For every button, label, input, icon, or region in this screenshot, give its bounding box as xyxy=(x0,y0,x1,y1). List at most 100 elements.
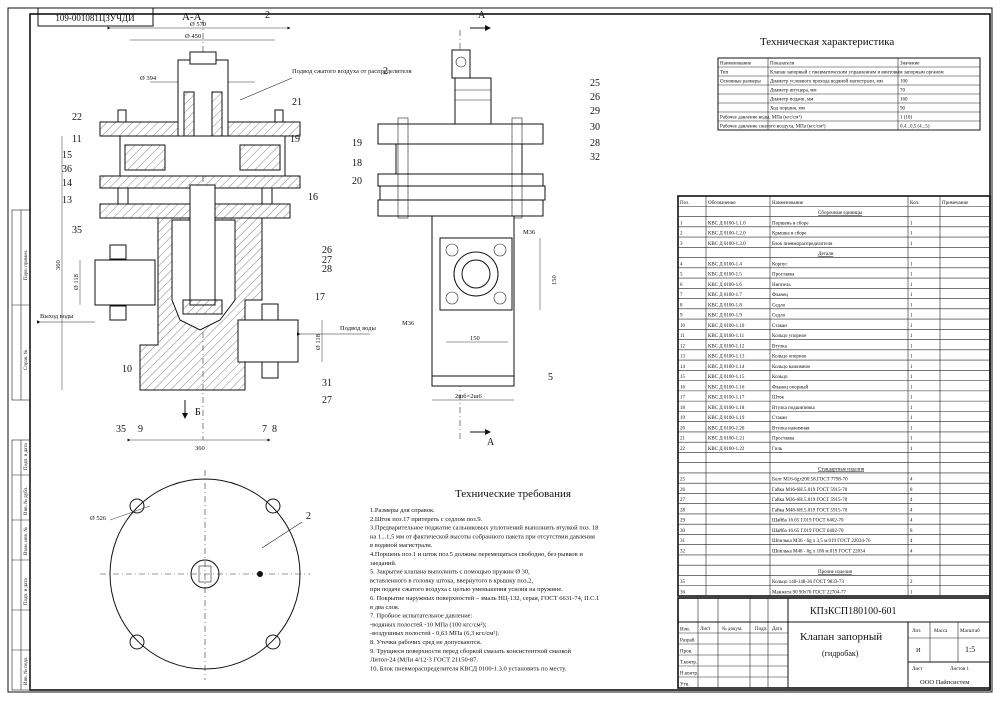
title-block-col-label: Лист xyxy=(700,627,711,632)
spec-cell: КВС Д 0100-1.12 xyxy=(708,344,745,349)
callout-number: 26 xyxy=(590,92,600,103)
callout-number: 31 xyxy=(322,378,332,389)
spec-cell: 22 xyxy=(680,447,686,452)
top-left-stamp: 109-001081ЦЗУЧДИ xyxy=(37,7,154,27)
spec-header-cell: Примечание xyxy=(942,201,969,206)
spec-cell: 4 xyxy=(910,549,913,554)
callout-number: 8 xyxy=(272,424,277,435)
spec-cell: 30 xyxy=(680,529,686,534)
spec-cell: 1 xyxy=(910,396,913,401)
spec-header-cell: Кол. xyxy=(910,201,919,206)
spec-cell: Болт М16-6gх200.58.ГОСТ 7798-70 xyxy=(772,478,848,483)
tech-req-line: заеданий. xyxy=(370,560,397,567)
callout-number: 25 xyxy=(590,78,600,89)
spec-cell: КВС Д 0100-1.17 xyxy=(708,396,745,401)
callout-number: 2 xyxy=(265,10,270,21)
spec-cell: 1 xyxy=(910,314,913,319)
callout-number: 36 xyxy=(62,164,72,175)
spec-cell: 14 xyxy=(680,365,686,370)
callout-number: 10 xyxy=(122,364,132,375)
tech-req-line: Литол-24 (МЛи 4/12-3 ГОСТ 21150-87. xyxy=(370,657,478,664)
spec-cell: Шайба 16.65 Г.019 ГОСТ 6402-70 xyxy=(772,529,844,534)
spec-cell: 11 xyxy=(680,334,685,339)
spec-cell: КВС Д 0100-1.18 xyxy=(708,406,745,411)
spec-cell: 1 xyxy=(680,221,683,226)
dim-label: Ø 394 xyxy=(140,75,157,82)
sheet-outer-border xyxy=(7,7,993,693)
tech-req-line: -водяных полостей -10 МПа (100 кгс/см²); xyxy=(370,621,487,628)
side-strip-label: Взам. инв. № xyxy=(23,527,29,555)
spec-cell: КВС Д 0100-1.11 xyxy=(708,334,745,339)
callout-number: 27 xyxy=(322,395,332,406)
spec-cell: 8 xyxy=(910,529,913,534)
dim-label: M36 xyxy=(523,229,536,236)
spec-cell: Поршень в сборе xyxy=(772,221,809,226)
spec-cell: 1 xyxy=(910,303,913,308)
spec-cell: Гиль xyxy=(772,447,783,452)
spec-cell: Фланец опорный xyxy=(772,385,808,390)
spec-cell: 15 xyxy=(680,375,686,380)
spec-cell: 1 xyxy=(910,406,913,411)
tech-char-cell: Основные размеры xyxy=(720,80,761,85)
tech-char-cell: 160 xyxy=(900,98,908,103)
spec-cell: 12 xyxy=(680,344,686,349)
spec-cell: Кольцо упорное xyxy=(772,334,807,339)
lit-label: Лит. xyxy=(912,629,921,634)
title-block-row-label: Т.контр. xyxy=(680,661,697,666)
dim-label: Ø 526 xyxy=(90,515,107,522)
spec-cell: 13 xyxy=(680,355,686,360)
section-arrow-label: А xyxy=(478,10,486,21)
spec-cell: КВС Д 0100-1.20 xyxy=(708,426,745,431)
tech-char-cell: Рабочее давление воды, МПа (кгс/см²) xyxy=(720,115,802,121)
spec-cell: Шпилька М48 - 6g х 180 м.019 ГОСТ 22034 xyxy=(772,549,866,554)
title-block-row-label: Н.контр. xyxy=(680,672,698,677)
tech-req-line: на 1...1,5 мм от фактической высоты собр… xyxy=(370,533,595,540)
side-strip: Перв. примен. Справ. № Подп. и дата Инв.… xyxy=(11,209,31,691)
spec-cell: 32 xyxy=(680,549,686,554)
spec-cell: Втулка подшипника xyxy=(772,406,816,411)
side-strip-label: Перв. примен. xyxy=(24,250,29,280)
tech-char-title: Техническая характеристика xyxy=(760,36,894,48)
spec-cell: 21 xyxy=(680,437,686,442)
callout-number: 28 xyxy=(590,138,600,149)
title-block: КПзКСП180100-601 Клапан запорный (гидроб… xyxy=(677,597,991,689)
section-label: А-А xyxy=(182,11,202,23)
tech-char-cell: Ход поршня, мм xyxy=(770,107,806,112)
callout-number: 2 xyxy=(306,511,311,522)
callout-number: 26 xyxy=(322,245,332,256)
callout-number: 5 xyxy=(548,372,553,383)
spec-cell: 1 xyxy=(910,365,913,370)
tech-req-line: 1.Размеры для справок. xyxy=(370,507,435,514)
spec-section-header: Стандартные изделия xyxy=(818,467,865,472)
spec-cell: 10 xyxy=(680,324,686,329)
callout-number: 16 xyxy=(308,192,318,203)
spec-cell: 27 xyxy=(680,498,686,503)
spec-cell: 1 xyxy=(910,242,913,247)
title-block-row-label: Пров. xyxy=(680,650,692,655)
mass-label: Масса xyxy=(934,629,948,634)
spec-cell: Манжета 90 90х70 ГОСТ 22704-77 xyxy=(772,591,846,596)
spec-cell: 1 xyxy=(910,283,913,288)
callout-number: 11 xyxy=(72,134,82,145)
callout-number: 14 xyxy=(62,178,72,189)
tech-char-cell: 100 xyxy=(900,80,908,85)
title-block-col-label: Дата xyxy=(772,627,783,632)
tech-req-title: Технические требования xyxy=(455,488,571,500)
spec-cell: 1 xyxy=(910,334,913,339)
tech-char-cell: Значение xyxy=(900,62,920,67)
title-block-col-label: Подп. xyxy=(755,627,767,632)
tech-char-cell: Тип xyxy=(720,71,729,76)
spec-cell: 1 xyxy=(910,416,913,421)
side-elevation-view: А А 150 150 2шб×2ш6 xyxy=(377,10,558,448)
spec-cell: Проставка xyxy=(772,437,795,442)
tech-req-line: в два слоя. xyxy=(370,604,400,611)
dim-label: 150 xyxy=(551,275,558,285)
spec-cell: Седло xyxy=(772,303,786,308)
spec-cell: 1 xyxy=(910,344,913,349)
callout-number: 30 xyxy=(590,122,600,133)
spec-cell: КВС Д 0100-1.5 xyxy=(708,273,742,278)
spec-cell: 1 xyxy=(910,273,913,278)
dim-label: 360 xyxy=(55,260,62,270)
